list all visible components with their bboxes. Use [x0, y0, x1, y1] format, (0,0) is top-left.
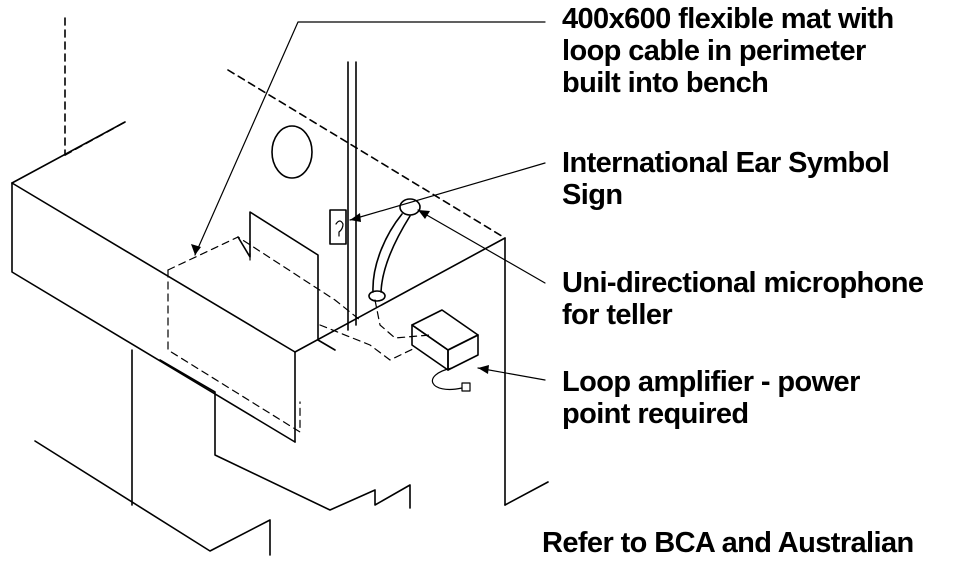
- round-window: [271, 125, 313, 179]
- mat-dashed-bottom: [167, 269, 301, 433]
- mat-label: 400x600 flexible mat with loop cable in …: [562, 3, 894, 99]
- power-plug: [461, 382, 471, 392]
- amplifier-top: [411, 309, 479, 351]
- microphone-head: [399, 198, 421, 216]
- ear-icon: [335, 220, 344, 237]
- reference-note-line-1: Refer to BCA and Australian: [542, 527, 914, 559]
- amplifier-leader-arrow: [478, 365, 489, 374]
- amplifier-label: Loop amplifier - power point required: [562, 366, 860, 430]
- cabinet-foot: [504, 481, 549, 506]
- ear-sign-plate: [329, 209, 347, 245]
- amplifier-side: [447, 334, 479, 371]
- reference-note: Refer to BCA and Australian: [542, 527, 914, 559]
- amplifier-leader-line: [477, 367, 546, 381]
- back-wall-dashed-top: [64, 121, 126, 156]
- bench-structure: [11, 17, 549, 556]
- power-cord: [431, 367, 463, 390]
- mat-label-line-1: 400x600 flexible mat with: [562, 3, 894, 35]
- loop-mat: [167, 236, 361, 433]
- ear-sign-label-line-1: International Ear Symbol: [562, 147, 890, 179]
- ear-sign-leader-arrow: [350, 213, 361, 222]
- microphone-label-line-2: for teller: [562, 299, 673, 331]
- mat-leader-line: [194, 21, 546, 256]
- microphone-label-line-1: Uni-directional microphone: [562, 267, 924, 299]
- microphone: [368, 198, 421, 302]
- loop-amplifier: [411, 309, 479, 392]
- ear-symbol-sign: [329, 209, 347, 245]
- bench-front-face: [11, 182, 296, 443]
- leader-lines: [191, 21, 546, 381]
- amplifier-front: [411, 324, 449, 371]
- bench-top-right-edge: [294, 237, 506, 353]
- back-wall-dashed-diagonal: [227, 69, 506, 239]
- amplifier-label-line-1: Loop amplifier - power: [562, 366, 860, 398]
- ear-sign-leader-line: [349, 162, 546, 221]
- ear-sign-label: International Ear Symbol Sign: [562, 147, 890, 211]
- amplifier-label-line-2: point required: [562, 398, 749, 430]
- mat-dashed-top: [167, 236, 361, 321]
- cabinet-base-step: [159, 359, 411, 511]
- mat-leader-arrow: [191, 244, 201, 255]
- bench-slot-outline: [237, 211, 336, 351]
- floor-line-left: [34, 440, 271, 556]
- loop-cable-dashed: [319, 324, 416, 361]
- microphone-leader-arrow: [418, 210, 430, 219]
- microphone-leader-line: [417, 209, 546, 284]
- ear-sign-label-line-2: Sign: [562, 179, 623, 211]
- microphone-gooseneck-back: [380, 215, 411, 293]
- microphone-base: [368, 290, 386, 302]
- microphone-gooseneck-front: [372, 213, 403, 293]
- microphone-label: Uni-directional microphone for teller: [562, 267, 924, 331]
- mat-label-line-2: loop cable in perimeter: [562, 35, 866, 67]
- bench-top-front-edge: [11, 182, 296, 353]
- mat-label-line-3: built into bench: [562, 67, 769, 99]
